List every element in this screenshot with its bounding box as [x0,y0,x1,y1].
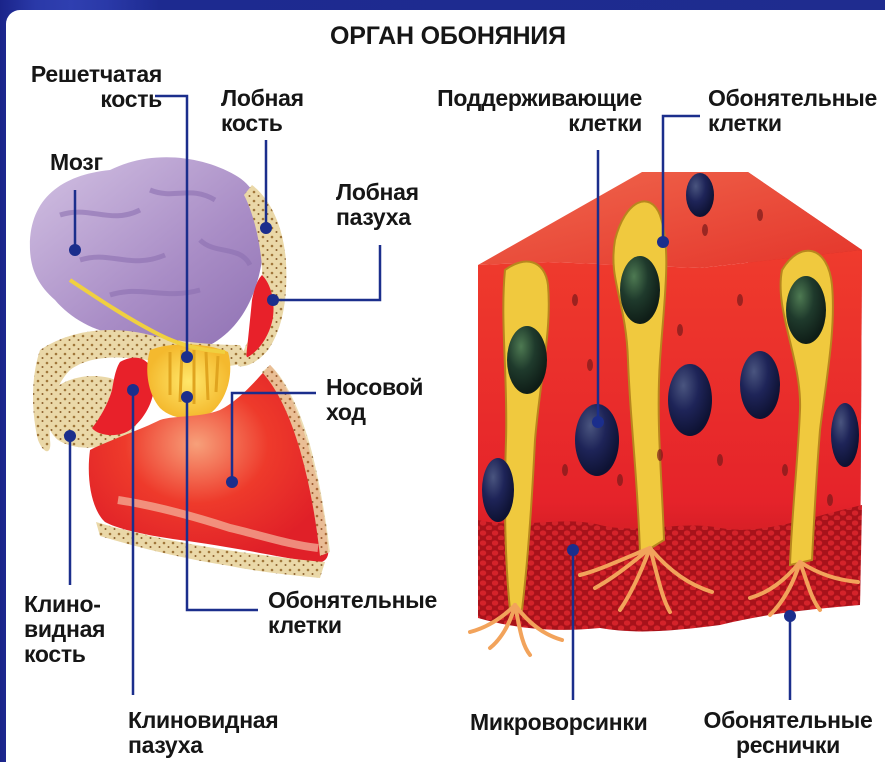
leader-dot [64,430,76,442]
leader-dot [226,476,238,488]
label-line: Обонятельные [708,86,877,111]
cell-nucleus [831,403,859,467]
label-frontal-sinus: Лобная пазуха [336,180,419,230]
label-line: Клиновидная [128,708,278,733]
label-olfactory-cells-left: Обонятельные клетки [268,588,437,638]
label-line: Микроворсинки [470,710,647,735]
leader-dot [657,236,669,248]
cell-nucleus [786,276,826,344]
diagram-title: ОРГАН ОБОНЯНИЯ [330,24,566,49]
label-supporting-cells: Поддерживающие клетки [410,86,642,136]
leader-line-frontal-sinus [275,245,380,300]
label-olfactory-cilia: Обонятельные реснички [698,708,878,758]
label-line: Мозг [50,150,103,175]
label-line: кость [221,111,304,136]
label-line: клетки [708,111,877,136]
leader-dot [181,391,193,403]
label-microvilli: Микроворсинки [470,710,647,735]
label-ethmoid-bone: Решетчатая кость [8,62,162,112]
cell-nucleus [507,326,547,394]
label-line: кость [24,642,105,667]
label-line: Обонятельные [698,708,878,733]
label-line: кость [8,87,162,112]
label-line: Клино- [24,592,105,617]
label-nasal-passage: Носовой ход [326,375,423,425]
label-line: Лобная [221,86,304,111]
cell-nucleus [740,351,780,419]
leader-dot [127,384,139,396]
leader-dot [267,294,279,306]
cell-nucleus [686,173,714,217]
label-line: ход [326,400,423,425]
leader-dot [260,222,272,234]
label-line: клетки [268,613,437,638]
leader-dot [592,416,604,428]
label-line: Решетчатая [8,62,162,87]
label-brain: Мозг [50,150,103,175]
label-sphenoid-bone: Клино- видная кость [24,592,105,667]
label-frontal-bone: Лобная кость [221,86,304,136]
label-olfactory-cells-right: Обонятельные клетки [708,86,877,136]
leader-dot [69,244,81,256]
label-line: Носовой [326,375,423,400]
cell-nucleus [482,458,514,522]
label-line: видная [24,617,105,642]
leader-dot [181,351,193,363]
label-sphenoid-sinus: Клиновидная пазуха [128,708,278,758]
label-line: пазуха [336,205,419,230]
cell-nucleus [668,364,712,436]
label-line: клетки [410,111,642,136]
label-line: Лобная [336,180,419,205]
cell-nucleus [620,256,660,324]
label-line: пазуха [128,733,278,758]
leader-dot [784,610,796,622]
leader-dot [567,544,579,556]
label-line: реснички [698,733,878,758]
label-line: Поддерживающие [410,86,642,111]
label-line: Обонятельные [268,588,437,613]
